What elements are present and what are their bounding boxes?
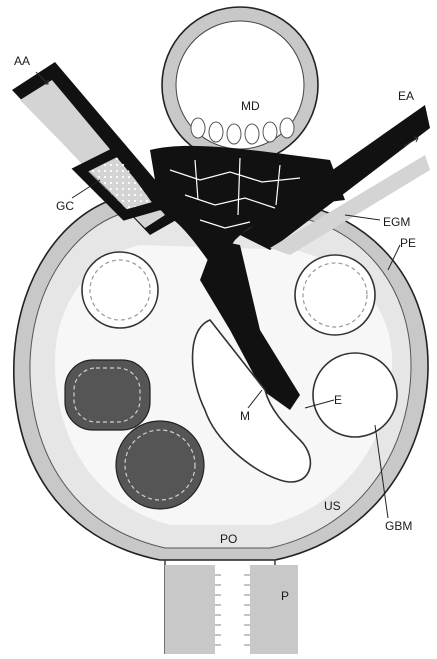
label-urinary-space: US [324,500,341,512]
brush-border [215,575,250,645]
label-glomerular-basement-membrane: GBM [385,520,412,532]
label-efferent-arteriole: EA [398,90,414,102]
label-extraglomerular-mesangium: EGM [383,216,410,228]
granular-cells [80,150,160,215]
label-macula-densa: MD [241,100,260,112]
label-podocyte: PO [220,533,237,545]
label-proximal-tubule: P [281,590,289,602]
proximal-tubule-wall-left [165,565,215,654]
label-mesangium: M [240,410,250,422]
label-endothelium: E [334,394,342,406]
proximal-tubule-wall-right [250,565,298,654]
label-afferent-arteriole: AA [14,55,30,67]
label-parietal-epithelium: PE [400,237,416,249]
label-granular-cells: GC [56,200,74,212]
